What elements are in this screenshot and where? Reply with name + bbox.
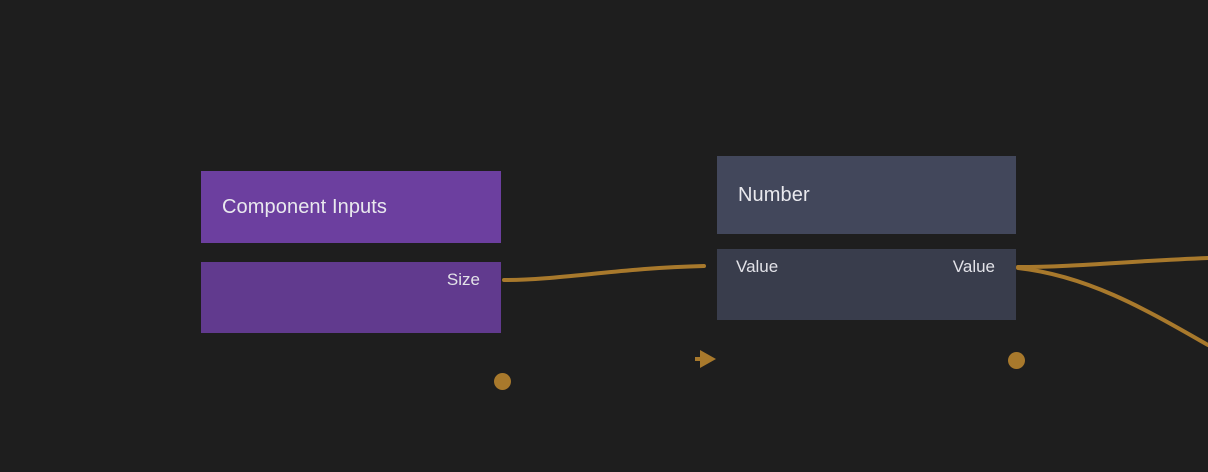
node-number[interactable]: Number Value Value (695, 156, 1025, 369)
port-label-size: Size (446, 270, 480, 289)
wire-value-out-upper (1016, 256, 1208, 269)
output-port-size[interactable] (494, 373, 511, 390)
node-header[interactable]: Number (717, 156, 1016, 234)
node-body: Value Value (695, 249, 1025, 369)
port-label-value-in: Value (736, 257, 779, 276)
node-title: Number (738, 183, 810, 206)
port-row-size: Size (201, 262, 501, 298)
node-title: Component Inputs (222, 195, 388, 218)
node-component-inputs[interactable]: Component Inputs Size (201, 171, 511, 390)
input-port-value-arrow-icon[interactable] (700, 350, 716, 368)
node-header[interactable]: Component Inputs (201, 171, 501, 243)
wire-size-to-value (502, 264, 706, 282)
port-row-value: Value Value (717, 249, 1016, 285)
input-port-value-stub (695, 357, 703, 361)
port-label-value-out: Value (952, 257, 995, 276)
node-body: Size (201, 262, 511, 390)
output-port-value[interactable] (1008, 352, 1025, 369)
wire-value-out-lower (1016, 266, 1208, 347)
